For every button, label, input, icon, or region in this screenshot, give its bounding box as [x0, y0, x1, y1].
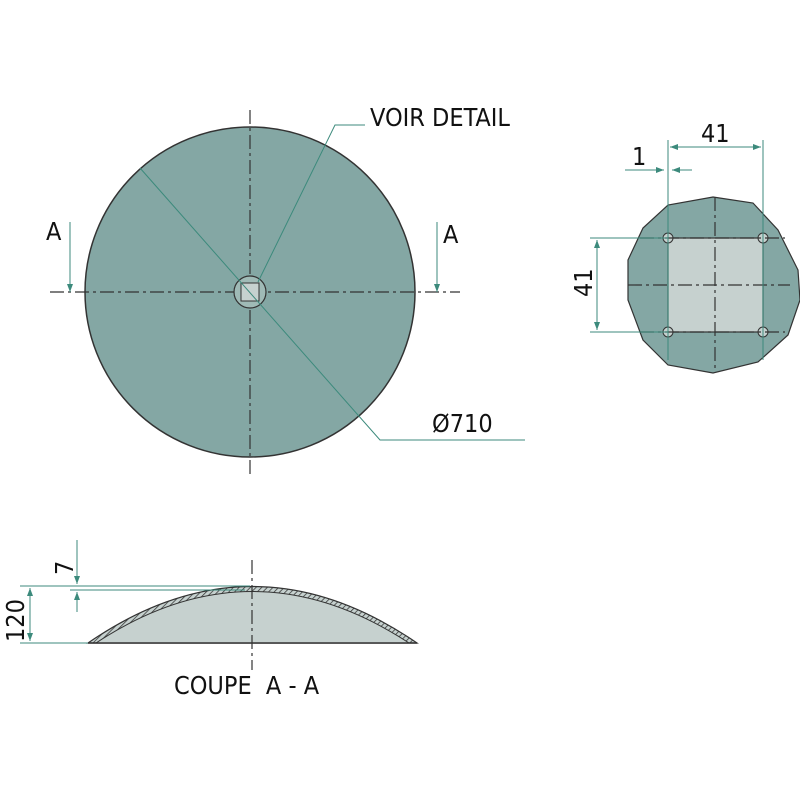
hub-detail-view — [590, 140, 800, 374]
voir-detail-label: VOIR DETAIL — [370, 103, 510, 132]
detail-height-label: 41 — [569, 268, 598, 297]
section-mark-left: A — [46, 217, 62, 246]
section-title: COUPE A - A — [174, 671, 320, 700]
section-view — [20, 540, 419, 670]
detail-width-label: 41 — [701, 119, 730, 148]
section-mark-right: A — [443, 220, 459, 249]
detail-offset-label: 1 — [632, 142, 646, 171]
disc-top-view — [50, 110, 525, 475]
diameter-label: Ø710 — [432, 409, 493, 438]
section-height-label: 120 — [1, 599, 30, 642]
section-thickness-label: 7 — [50, 561, 79, 575]
